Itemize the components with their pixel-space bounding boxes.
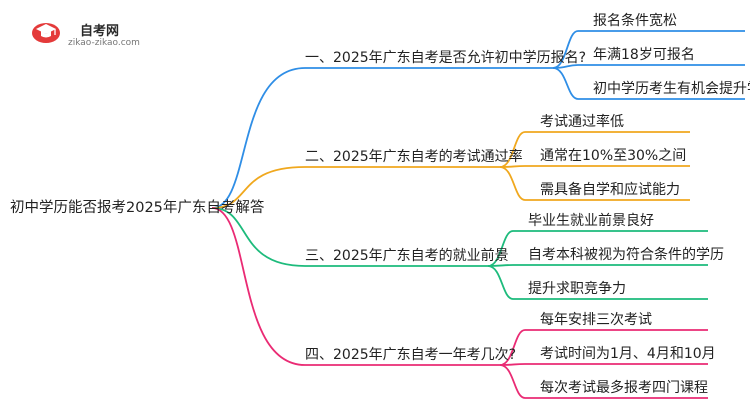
branch-1-leaf-3: 初中学历考生有机会提升学历: [593, 81, 750, 97]
branch-1-label: 一、2025年广东自考是否允许初中学历报名?: [305, 50, 587, 66]
branch-2-leaf-2: 通常在10%至30%之间: [540, 148, 687, 164]
branch-3-label: 三、2025年广东自考的就业前景: [305, 248, 509, 264]
branch-4-leaf-2-connector: [499, 363, 708, 366]
branch-3-leaf-3: 提升求职竞争力: [528, 281, 626, 297]
branch-3-connector: [211, 207, 488, 267]
branch-4-leaf-1-connector: [499, 329, 708, 366]
branch-1-leaf-1: 报名条件宽松: [593, 13, 677, 29]
branch-3-leaf-3-connector: [487, 265, 708, 300]
branch-1-connector: [211, 67, 553, 209]
branch-3-leaf-1: 毕业生就业前景良好: [528, 213, 654, 229]
branch-1-leaf-1-connector: [552, 30, 745, 69]
branch-1-leaf-2: 年满18岁可报名: [593, 47, 695, 63]
mindmap-root-title: 初中学历能否报考2025年广东自考解答: [10, 200, 265, 216]
branch-4-leaf-3: 每次考试最多报考四门课程: [540, 380, 708, 396]
branch-2-leaf-3-connector: [499, 166, 690, 201]
branch-3-leaf-2: 自考本科被视为符合条件的学历: [528, 247, 724, 263]
branch-2-label: 二、2025年广东自考的考试通过率: [305, 149, 523, 165]
branch-4-leaf-3-connector: [499, 364, 708, 399]
branch-3-leaf-1-connector: [487, 230, 708, 267]
site-logo[interactable]: 自考网 zikao-zikao.com: [30, 14, 180, 54]
branch-2-leaf-3: 需具备自学和应试能力: [540, 182, 680, 198]
branch-1-leaf-2-connector: [552, 64, 745, 69]
branch-3-leaf-2-connector: [487, 264, 708, 267]
branch-2-leaf-1-connector: [499, 131, 690, 168]
branch-4-label: 四、2025年广东自考一年考几次?: [305, 347, 517, 363]
graduation-cap-icon: [32, 23, 60, 43]
branch-1-leaf-3-connector: [552, 67, 745, 100]
branch-4-leaf-1: 每年安排三次考试: [540, 312, 652, 328]
branch-2-leaf-1: 考试通过率低: [540, 114, 624, 130]
logo-name: 自考网: [80, 24, 120, 39]
branch-4-connector: [211, 207, 500, 366]
branch-4-leaf-2: 考试时间为1月、4月和10月: [540, 346, 716, 362]
branch-2-leaf-2-connector: [499, 165, 690, 168]
logo-url: zikao-zikao.com: [68, 38, 140, 48]
branch-2-connector: [211, 166, 500, 209]
